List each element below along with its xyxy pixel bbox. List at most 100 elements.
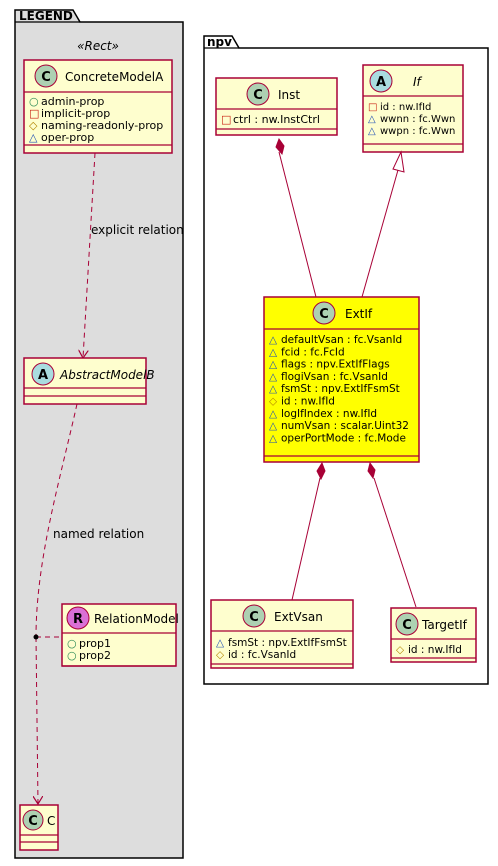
visibility-icon: △ — [269, 346, 278, 358]
legend-stereotype: «Rect» — [77, 39, 119, 53]
class-name: TargetIf — [421, 618, 468, 632]
property-list: □id : nw.IfId △ wwnn : fc.Wwn △ wwpn : fc.Ww… — [368, 102, 455, 137]
explicit-relation-label: explicit relation — [91, 223, 184, 237]
composition-diamond — [367, 461, 376, 480]
property-list: ○prop1○prop2 — [67, 637, 111, 662]
generalization-edge-extif-if — [361, 169, 399, 298]
visibility-icon: △ — [269, 371, 278, 383]
class-inst[interactable]: C Inst □ctrl : nw.InstCtrl — [215, 77, 338, 136]
class-name: AbstractModelB — [59, 368, 155, 382]
property-text: logIfIndex : nw.IfId — [281, 408, 377, 420]
explicit-relation-edge — [83, 152, 96, 358]
property-text: wwnn : fc.Wwn — [380, 114, 455, 125]
property-text: fcid : fc.FcId — [281, 346, 345, 358]
class-name: ExtVsan — [274, 610, 323, 624]
property-list: △fsmSt : npv.ExtIfFsmSt◇id : fc.VsanId — [216, 637, 347, 661]
class-c[interactable]: C C — [19, 804, 59, 851]
class-name: ConcreteModelA — [65, 70, 164, 84]
visibility-icon: △ — [269, 420, 278, 432]
visibility-icon: △ — [269, 383, 278, 395]
class-badge-icon: C — [22, 809, 44, 831]
property-text: id : nw.IfId — [281, 396, 335, 408]
composition-edge-inst-extif — [278, 151, 317, 298]
property-list: ◇id : nw.IfId — [396, 644, 462, 656]
property-text: oper-prop — [41, 131, 94, 144]
composition-diamond — [316, 461, 326, 481]
property-text: naming-readonly-prop — [41, 119, 163, 132]
visibility-icon: △ — [269, 359, 278, 371]
class-abstract-model-b[interactable]: A AbstractModelB — [23, 357, 155, 405]
npv-title: npv — [207, 35, 232, 49]
named-relation-label: named relation — [53, 527, 144, 541]
property-text: numVsan : scalar.Uint32 — [281, 420, 409, 432]
property-text: flags : npv.ExtIfFlags — [281, 359, 390, 371]
class-badge-icon: C — [312, 301, 336, 325]
named-relation-edge-lower — [36, 636, 38, 804]
svg-text:C: C — [319, 307, 329, 322]
property-text: prop1 — [79, 637, 111, 650]
visibility-icon: △ — [368, 114, 376, 125]
visibility-icon: △ — [29, 131, 38, 144]
svg-text:A: A — [376, 75, 386, 90]
property-text: implicit-prop — [41, 107, 110, 120]
class-extvsan[interactable]: C ExtVsan △fsmSt : npv.ExtIfFsmSt◇id : f… — [210, 599, 354, 669]
property-text: fsmSt : npv.ExtIfFsmSt — [228, 637, 347, 649]
property-text: prop2 — [79, 649, 111, 662]
class-if[interactable]: A If □id : nw.IfId △ wwnn : fc.Wwn △ wwpn : … — [362, 64, 464, 153]
class-extif[interactable]: C ExtIf △defaultVsan : fc.VsanId△fcid : … — [263, 296, 420, 463]
svg-text:R: R — [73, 612, 83, 627]
svg-text:C: C — [28, 814, 38, 829]
property-text: id : fc.VsanId — [228, 649, 296, 661]
visibility-icon: △ — [216, 637, 225, 649]
property-text: id : nw.IfId — [380, 102, 431, 113]
visibility-icon: ○ — [29, 95, 39, 108]
visibility-icon: △ — [269, 408, 278, 420]
generalization-arrowhead — [392, 150, 405, 173]
class-badge-icon: C — [246, 82, 270, 106]
class-concrete-model-a[interactable]: C ConcreteModelA ○admin-prop□implicit-pr… — [23, 59, 173, 154]
visibility-icon: □ — [29, 107, 39, 120]
property-text: wwpn : fc.Wwn — [380, 126, 455, 137]
visibility-icon: ◇ — [29, 119, 38, 132]
abstract-badge-icon: A — [31, 362, 55, 386]
visibility-icon: △ — [269, 432, 278, 444]
class-name: If — [413, 75, 423, 89]
property-text: defaultVsan : fc.VsanId — [281, 334, 402, 346]
svg-text:C: C — [402, 618, 412, 633]
visibility-icon: ◇ — [216, 649, 225, 661]
svg-text:C: C — [253, 88, 263, 103]
class-name: RelationModel — [94, 612, 179, 626]
visibility-icon: □ — [221, 113, 231, 126]
visibility-icon: ◇ — [396, 644, 405, 656]
property-text: fsmSt : npv.ExtIfFsmSt — [281, 383, 400, 395]
abstract-badge-icon: A — [369, 69, 393, 93]
property-text: id : nw.IfId — [408, 644, 462, 656]
class-badge-icon: C — [242, 604, 266, 628]
property-text: ctrl : nw.InstCtrl — [233, 113, 320, 126]
visibility-icon: ○ — [67, 649, 77, 662]
visibility-icon: □ — [368, 102, 377, 113]
property-list: △defaultVsan : fc.VsanId△fcid : fc.FcId△… — [269, 334, 409, 444]
svg-text:C: C — [41, 70, 51, 85]
visibility-icon: △ — [368, 126, 376, 137]
visibility-icon: ○ — [67, 637, 77, 650]
svg-text:A: A — [38, 368, 48, 383]
relation-badge-icon: R — [66, 606, 90, 630]
class-name: C — [47, 814, 55, 828]
class-name: ExtIf — [345, 307, 373, 321]
association-point — [33, 634, 39, 640]
property-text: operPortMode : fc.Mode — [281, 432, 406, 444]
visibility-icon: △ — [269, 334, 278, 346]
property-list: ○admin-prop□implicit-prop◇naming-readonl… — [29, 95, 163, 144]
class-badge-icon: C — [395, 612, 419, 636]
class-relation-model[interactable]: R RelationModel ○prop1○prop2 — [61, 603, 179, 667]
visibility-icon: ◇ — [269, 396, 278, 408]
legend-title: LEGEND — [19, 9, 73, 23]
named-relation-edge-upper — [35, 403, 78, 638]
composition-edge-extif-extvsan — [291, 477, 321, 601]
composition-diamond — [275, 137, 285, 156]
property-text: admin-prop — [41, 95, 104, 108]
class-targetif[interactable]: C TargetIf ◇id : nw.IfId — [390, 607, 477, 663]
class-name: Inst — [278, 88, 300, 102]
property-text: flogiVsan : fc.VsanId — [281, 371, 388, 383]
